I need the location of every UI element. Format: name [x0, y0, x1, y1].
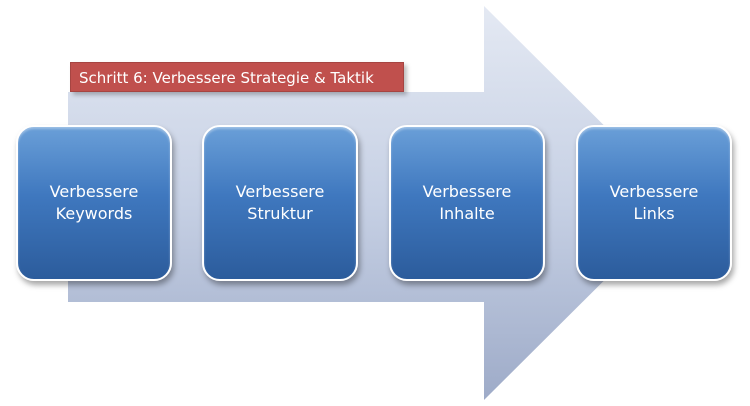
step-box-line2: Keywords [55, 204, 133, 223]
step-box-line2: Links [633, 204, 675, 223]
step-box-label: Verbessere Struktur [236, 181, 325, 225]
step-box-inhalte: Verbessere Inhalte [389, 125, 545, 281]
step-banner-label: Schritt 6: Verbessere Strategie & Taktik [79, 69, 374, 87]
step-box-line1: Verbessere [609, 182, 699, 201]
step-box-line1: Verbessere [235, 182, 325, 201]
step-box-keywords: Verbessere Keywords [16, 125, 172, 281]
arrow-shape [68, 6, 682, 400]
step-banner: Schritt 6: Verbessere Strategie & Taktik [70, 62, 404, 92]
step-box-label: Verbessere Inhalte [423, 181, 512, 225]
step-box-line1: Verbessere [49, 182, 139, 201]
step-box-line2: Struktur [247, 204, 313, 223]
step-box-label: Verbessere Links [610, 181, 699, 225]
step-box-links: Verbessere Links [576, 125, 732, 281]
step-box-line1: Verbessere [422, 182, 512, 201]
step-box-label: Verbessere Keywords [50, 181, 139, 225]
step-box-line2: Inhalte [439, 204, 495, 223]
step-box-struktur: Verbessere Struktur [202, 125, 358, 281]
